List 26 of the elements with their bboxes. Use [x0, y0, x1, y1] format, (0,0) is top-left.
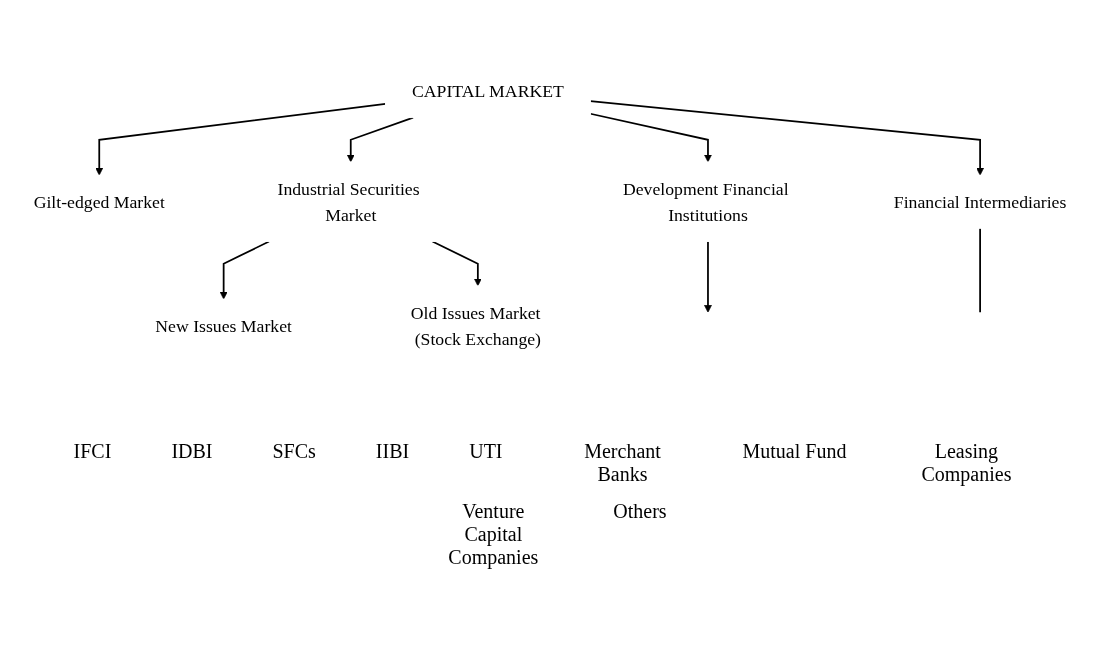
label-text: Venture Capital Companies — [447, 500, 540, 569]
label-text: Others — [613, 500, 667, 524]
arrow — [431, 240, 482, 287]
node-text: Gilt-edged Market — [33, 191, 165, 212]
label-text: Leasing Companies — [920, 440, 1013, 486]
arrow — [346, 116, 414, 163]
arrow — [704, 240, 712, 313]
node-text: CAPITAL MARKET — [412, 81, 564, 101]
node-text: New Issues Market — [155, 315, 292, 336]
connector — [979, 227, 981, 314]
label-text: IDBI — [171, 440, 213, 464]
node-text: Financial Intermediaries — [893, 191, 1067, 212]
hierarchy-diagram: CAPITAL MARKET Gilt-edged Market Industrial Securities Market Development Financial Institutions Financial Intermediaries New Issues Market Old Issues Market (Stock Exchange) — [0, 0, 1100, 430]
label-text: IFCI — [73, 440, 112, 464]
arrow — [95, 103, 387, 176]
label-text: IIBI — [375, 440, 410, 464]
node-text: Industrial Securities Market — [277, 178, 420, 225]
node-text: Development Financial Institutions — [622, 178, 789, 225]
arrow — [589, 112, 712, 163]
label-text: Mutual Fund — [742, 440, 847, 464]
arrow — [219, 240, 270, 300]
arrow — [589, 100, 984, 176]
label-text: SFCs — [272, 440, 316, 464]
label-text: Merchant Banks — [583, 440, 662, 486]
node-text: Old Issues Market (Stock Exchange) — [410, 302, 542, 349]
label-text: UTI — [469, 440, 503, 464]
